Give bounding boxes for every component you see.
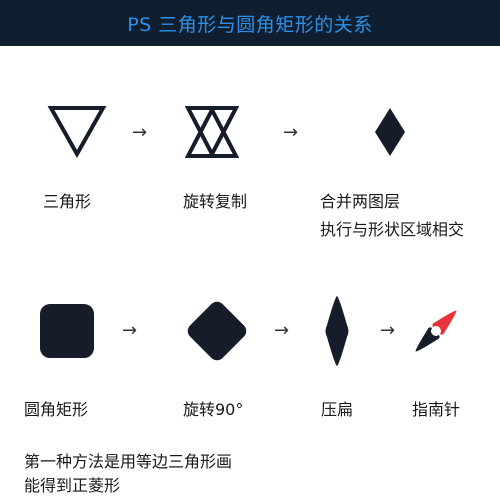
arrow-4: → <box>274 320 290 341</box>
label-rotate-copy: 旋转复制 <box>183 192 248 211</box>
label-squash: 压扁 <box>321 400 354 419</box>
arrow-5: → <box>380 320 396 341</box>
label-rounded-rect: 圆角矩形 <box>24 400 89 419</box>
note-line-1: 第一种方法是用等边三角形画 <box>24 452 233 471</box>
arrow-3: → <box>122 320 138 341</box>
rounded-square-icon <box>40 304 94 358</box>
page-title: PS 三角形与圆角矩形的关系 <box>127 13 373 36</box>
label-rotate-90: 旋转90° <box>183 400 244 419</box>
label-triangle: 三角形 <box>43 192 92 211</box>
arrow-1: → <box>132 122 148 143</box>
arrow-2: → <box>283 122 299 143</box>
triangle-outline-icon <box>47 106 107 159</box>
compass-needle-icon <box>415 310 457 352</box>
note-line-2: 能得到正菱形 <box>24 476 121 495</box>
diamond-icon <box>375 108 405 156</box>
squashed-diamond-icon <box>325 296 349 366</box>
label-merge-layers: 合并两图层 <box>320 192 401 211</box>
hourglass-triangles-icon <box>184 105 240 159</box>
label-intersect-shape: 执行与形状区域相交 <box>320 220 465 239</box>
label-compass: 指南针 <box>412 400 461 419</box>
title-bar: PS 三角形与圆角矩形的关系 <box>0 0 500 46</box>
rotated-rounded-square-icon <box>187 301 247 361</box>
